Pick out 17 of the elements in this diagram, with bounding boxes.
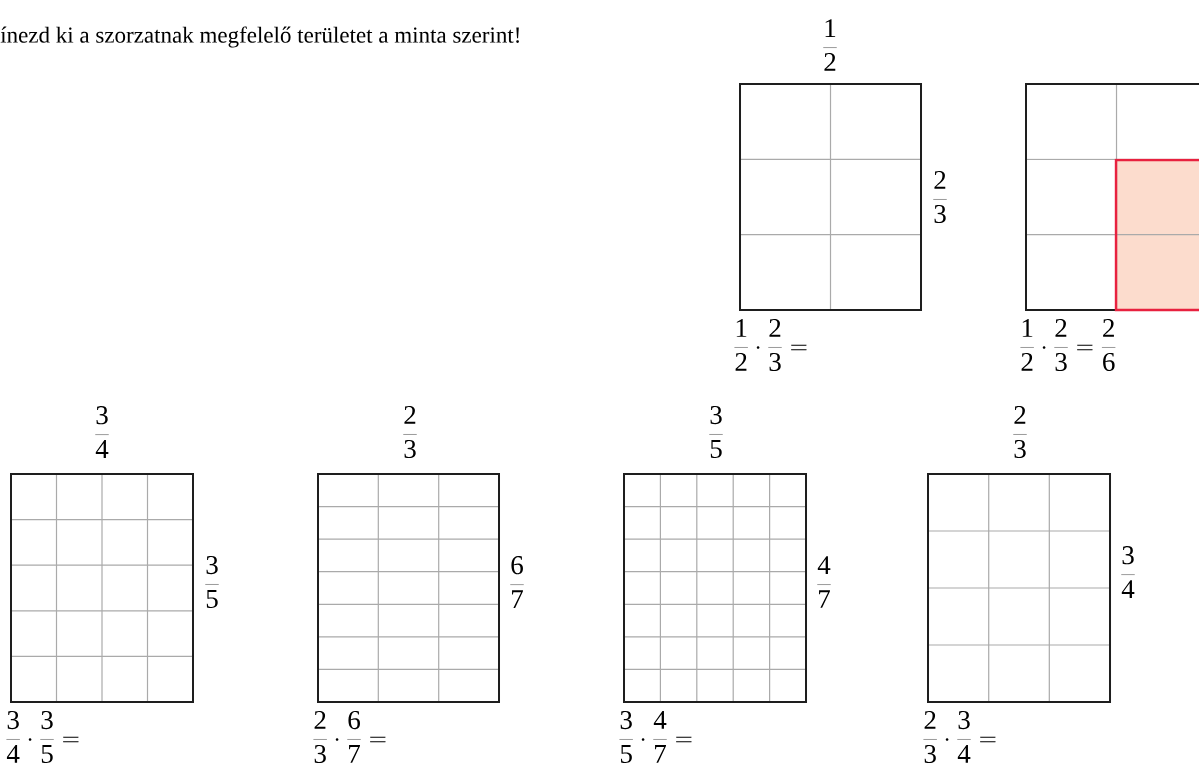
fraction-label: $\frac{2}{3}$ bbox=[1013, 406, 1027, 459]
fraction-label: $\frac{3}{4}$ bbox=[1121, 546, 1135, 598]
fraction-label: $\frac{6}{7}$ bbox=[510, 556, 524, 608]
equation: $\frac{1}{2}\cdot\frac{2}{3}=$ bbox=[734, 319, 807, 372]
fraction-label: $\frac{4}{7}$ bbox=[817, 556, 831, 608]
fraction-label: $\frac{2}{3}$ bbox=[933, 171, 947, 223]
fraction-label: $\frac{3}{5}$ bbox=[709, 406, 723, 459]
fraction-label: $\frac{1}{2}$ bbox=[823, 19, 837, 71]
fraction-label: $\frac{3}{4}$ bbox=[95, 406, 109, 458]
instruction-text: ínezd ki a szorzatnak megfelelő területet a minta szerint! bbox=[0, 26, 519, 48]
fraction-label: $\frac{2}{3}$ bbox=[403, 406, 417, 459]
equation: $\frac{2}{3}\cdot\frac{6}{7}=$ bbox=[313, 711, 386, 764]
equation: $\frac{3}{4}\cdot\frac{3}{5}=$ bbox=[6, 711, 79, 764]
fraction-label: $\frac{3}{5}$ bbox=[205, 556, 219, 609]
equation: $\frac{1}{2}\cdot\frac{2}{3}=\frac{2}{6}$ bbox=[1020, 319, 1116, 372]
equation: $\frac{2}{3}\cdot\frac{3}{4}=$ bbox=[923, 711, 996, 764]
equation: $\frac{3}{5}\cdot\frac{4}{7}=$ bbox=[619, 711, 692, 764]
